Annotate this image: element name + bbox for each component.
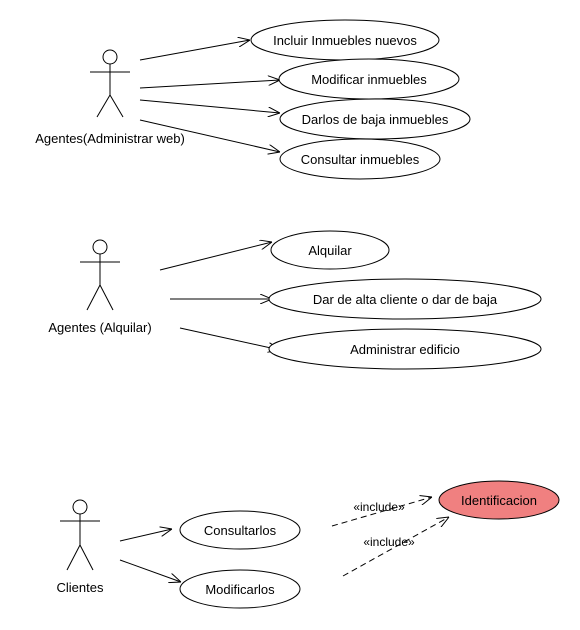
use-case-modificarlos[interactable]: Modificarlos [179, 569, 301, 609]
use-case-label: Incluir Inmuebles nuevos [273, 33, 417, 48]
use-case-label: Modificarlos [205, 582, 275, 597]
include-relation-consultarlos[interactable]: «include» [331, 497, 432, 527]
use-case-label: Dar de alta cliente o dar de baja [313, 292, 498, 307]
actor-label: Clientes [57, 580, 104, 595]
actor-clientes[interactable]: Clientes [57, 499, 104, 595]
actor-left-leg [96, 94, 111, 118]
actor-head [92, 239, 108, 255]
actor-head [102, 49, 118, 65]
actor-right-leg [109, 94, 124, 118]
actor-agentes-alquilar[interactable]: Agentes (Alquilar) [48, 239, 152, 335]
association-line [159, 242, 272, 271]
association-line [139, 80, 280, 89]
include-dashed-arrow [342, 517, 449, 577]
actor-right-leg [79, 544, 94, 571]
association-line [139, 99, 280, 113]
include-stereotype: «include» [363, 535, 415, 549]
use-case-label: Consultar inmuebles [301, 152, 420, 167]
use-case-label: Consultarlos [204, 523, 277, 538]
use-case-identificacion[interactable]: Identificacion [438, 480, 560, 520]
actor-agentes-administrar-web[interactable]: Agentes(Administrar web) [35, 49, 185, 146]
use-case-label: Identificacion [461, 493, 537, 508]
use-case-incluir-inmuebles-nuevos[interactable]: Incluir Inmuebles nuevos [250, 19, 440, 61]
actor-head [72, 499, 88, 515]
use-case-ellipse-highlighted [438, 480, 560, 520]
actor-label: Agentes(Administrar web) [35, 131, 185, 146]
use-case-alquilar[interactable]: Alquilar [270, 230, 390, 270]
use-case-label: Alquilar [308, 243, 352, 258]
use-case-ellipse [268, 278, 542, 320]
association-line [139, 119, 280, 152]
association-line [119, 529, 172, 542]
associations-actor-2 [159, 242, 280, 350]
include-stereotype: «include» [353, 500, 405, 514]
actor-label: Agentes (Alquilar) [48, 320, 151, 335]
use-case-ellipse [179, 569, 301, 609]
use-case-administrar-edificio[interactable]: Administrar edificio [268, 328, 542, 370]
include-relation-modificarlos[interactable]: «include» [342, 517, 449, 577]
use-case-label: Administrar edificio [350, 342, 460, 357]
associations-actor-1 [139, 40, 280, 152]
use-case-consultarlos[interactable]: Consultarlos [179, 510, 301, 550]
actor-right-leg [99, 284, 114, 311]
associations-actor-3 [119, 529, 181, 582]
use-case-label: Modificar inmuebles [311, 72, 427, 87]
use-case-modificar-inmuebles[interactable]: Modificar inmuebles [278, 58, 460, 100]
use-case-label: Darlos de baja inmuebles [302, 112, 449, 127]
actor-left-leg [86, 284, 101, 311]
use-case-dar-de-alta-cliente[interactable]: Dar de alta cliente o dar de baja [268, 278, 542, 320]
association-line [119, 559, 181, 582]
include-dashed-arrow [331, 497, 432, 527]
use-case-ellipse [279, 138, 441, 180]
association-line [179, 327, 280, 350]
association-line [139, 40, 250, 61]
actor-left-leg [66, 544, 81, 571]
use-case-consultar-inmuebles[interactable]: Consultar inmuebles [279, 138, 441, 180]
use-case-ellipse [270, 230, 390, 270]
use-case-ellipse [179, 510, 301, 550]
use-case-darlos-de-baja-inmuebles[interactable]: Darlos de baja inmuebles [279, 98, 471, 140]
use-case-ellipse [268, 328, 542, 370]
